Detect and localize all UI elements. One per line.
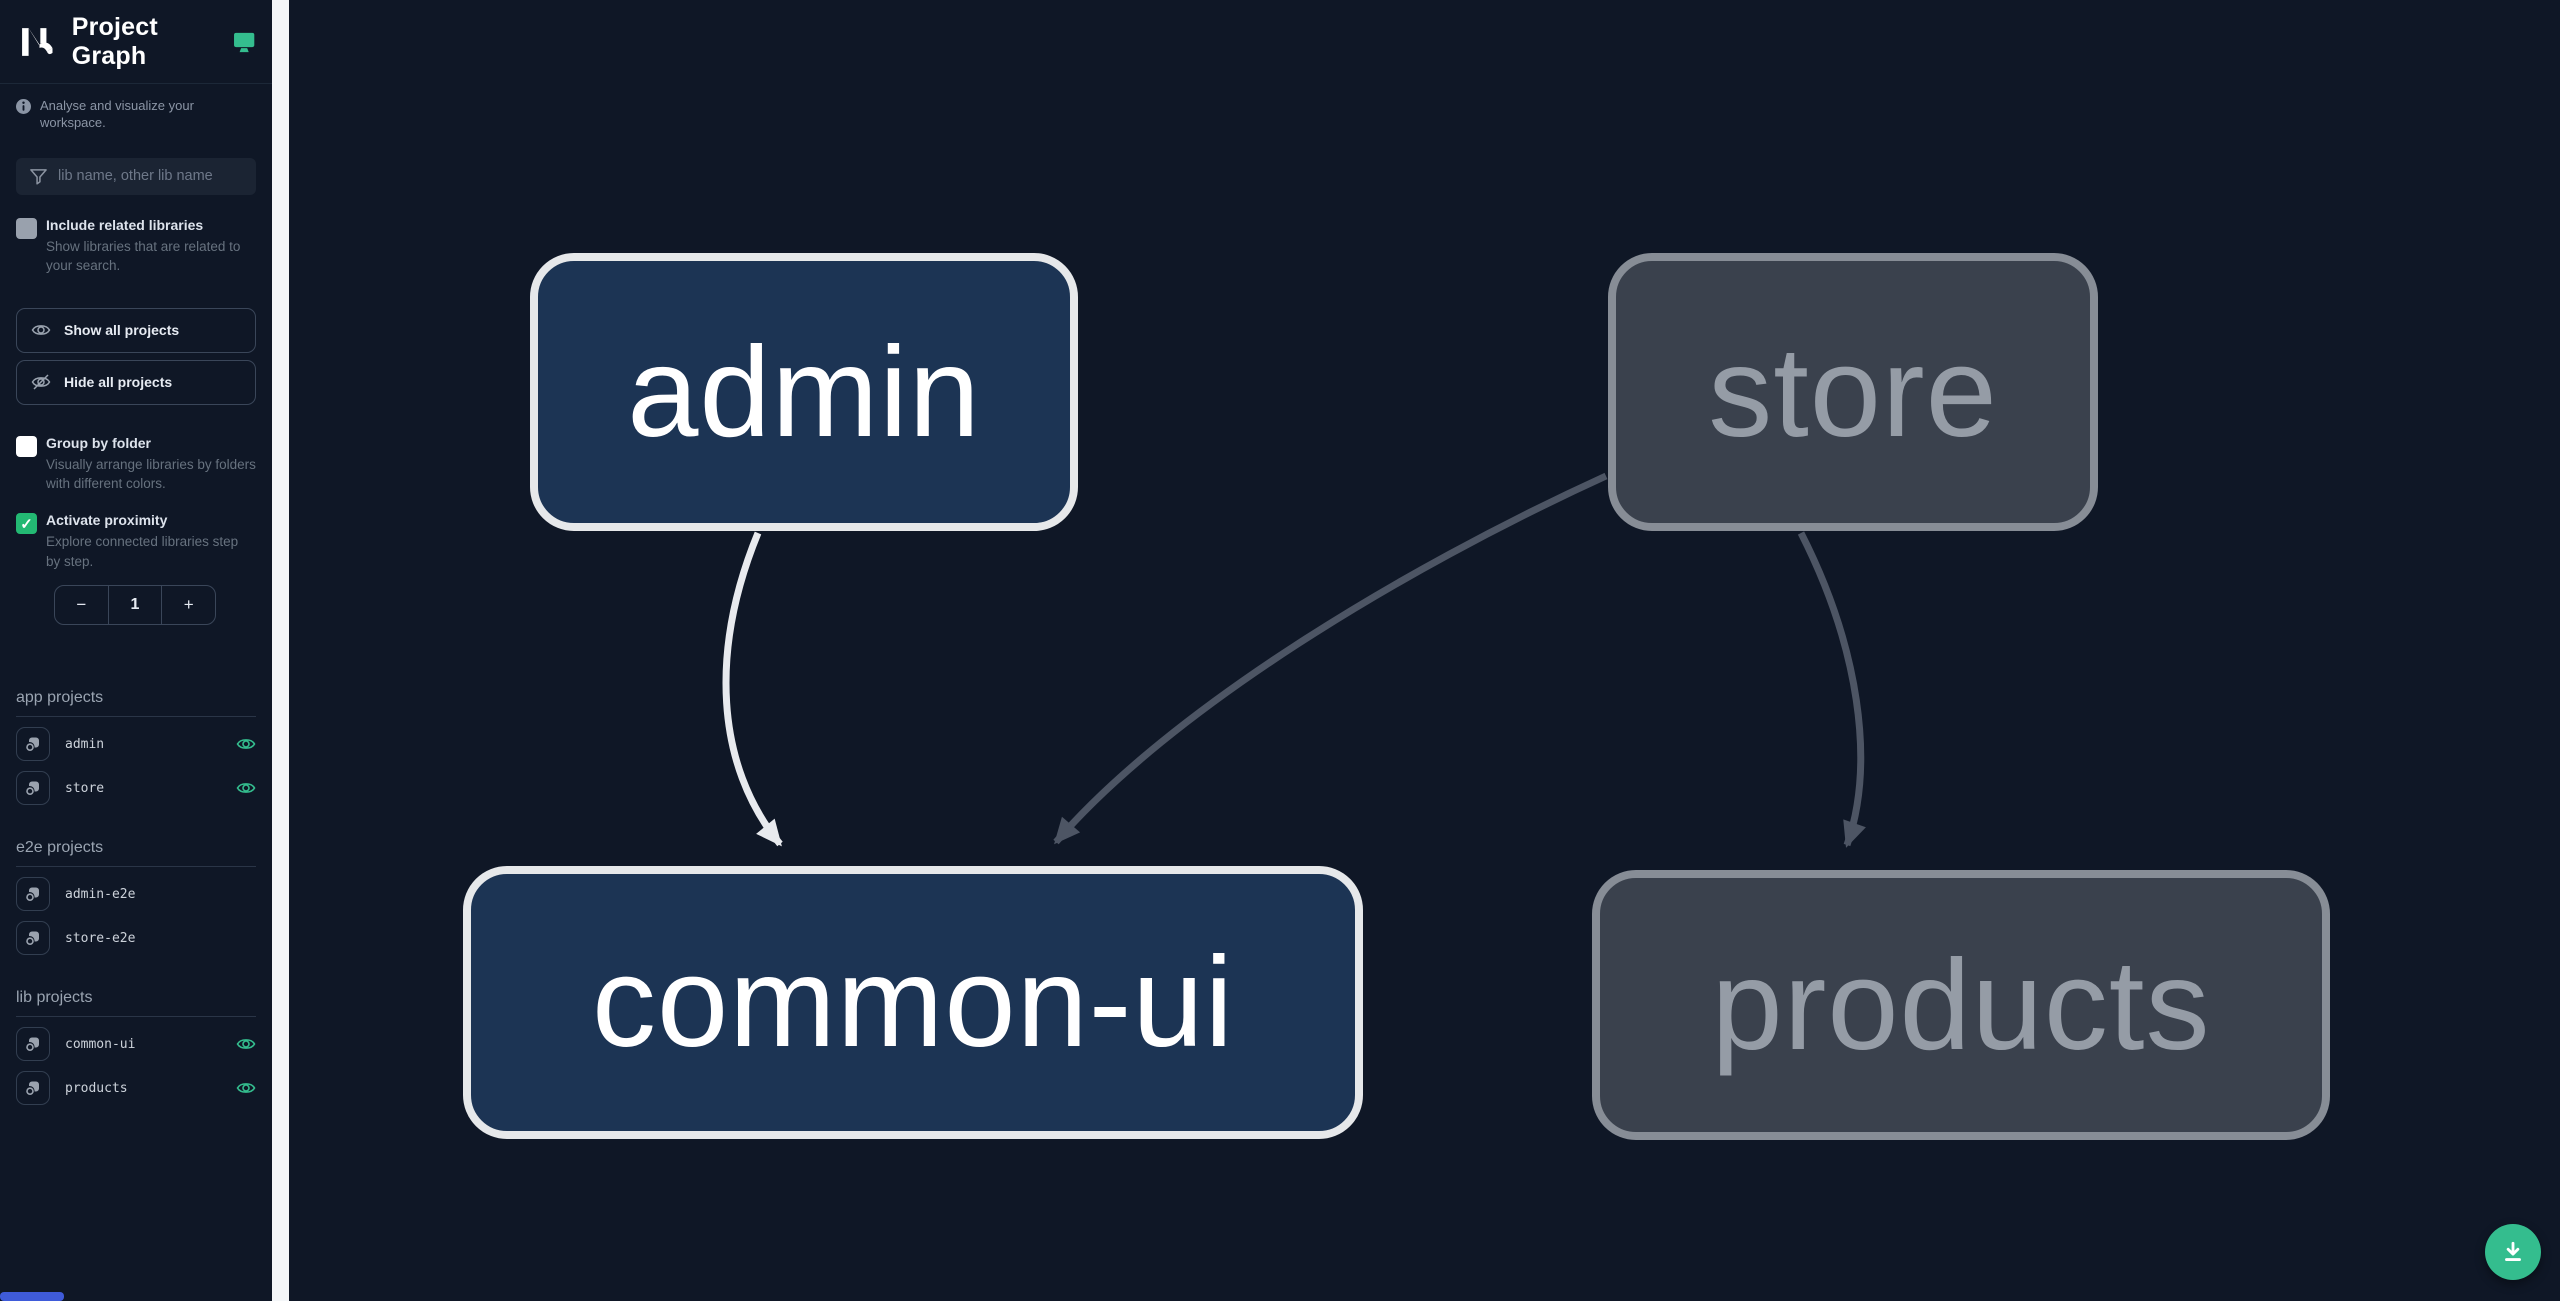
app-title: Project Graph [71,12,158,70]
search-input[interactable] [16,157,256,195]
activate-proximity-description: Explore connected libraries step by step… [46,534,239,569]
project-name[interactable]: common-ui [65,1036,136,1052]
focus-project-button[interactable] [16,921,50,956]
toggle-visibility-eye-icon[interactable] [236,734,256,754]
section-app-projects: app projects admin [16,689,256,806]
proximity-stepper: − 1 + [54,585,216,626]
focus-icon [26,1081,39,1096]
project-name[interactable]: admin [65,736,105,752]
hide-all-projects-button[interactable]: Hide all projects [16,359,256,405]
hide-all-projects-label: Hide all projects [64,374,173,391]
focus-project-button[interactable] [16,1071,50,1106]
sidebar-header: Project Graph [0,0,272,84]
toggle-visibility-eye-icon[interactable] [236,778,256,798]
group-by-folder-description: Visually arrange libraries by folders wi… [46,456,256,492]
toggle-visibility-eye-icon[interactable] [236,1078,256,1098]
project-row-store-e2e: store-e2e [16,921,256,956]
search-field-wrap [16,157,256,195]
section-title: lib projects [16,989,256,1018]
group-by-folder-checkbox[interactable] [16,435,37,457]
focus-icon [26,931,39,946]
project-name[interactable]: store-e2e [65,930,136,946]
focus-icon [26,737,39,752]
filter-funnel-icon [30,168,47,185]
proximity-increment-button[interactable]: + [162,586,215,624]
focus-icon [26,1037,39,1052]
focus-project-button[interactable] [16,771,50,806]
sidebar-scrollbar-track[interactable] [272,0,289,1301]
focus-project-button[interactable] [16,727,50,762]
project-row-admin-e2e: admin-e2e [16,877,256,912]
graph-node-admin[interactable]: admin [530,253,1078,531]
project-name[interactable]: store [65,780,105,796]
graph-node-store[interactable]: store [1608,253,2098,531]
activate-proximity-label: Activate proximity [46,512,168,529]
show-all-projects-label: Show all projects [64,322,180,339]
project-name[interactable]: admin-e2e [65,886,136,902]
monitor-icon[interactable] [232,28,256,56]
workspace-info-text: Analyse and visualize your workspace. [40,98,194,130]
group-by-folder-label: Group by folder [46,434,151,451]
group-by-folder-option: Group by folder Visually arrange librari… [16,435,256,494]
section-title: e2e projects [16,839,256,868]
include-related-label: Include related libraries [46,216,204,233]
project-row-products: products [16,1071,256,1106]
project-row-common-ui: common-ui [16,1027,256,1062]
info-icon [16,99,31,114]
include-related-option: Include related libraries Show libraries… [16,217,256,276]
section-e2e-projects: e2e projects admin-e2e store-e2e [16,839,256,956]
node-label: products [1711,933,2211,1077]
graph-node-products[interactable]: products [1592,870,2330,1140]
toggle-visibility-eye-icon[interactable] [236,1034,256,1054]
focus-project-button[interactable] [16,877,50,912]
activate-proximity-checkbox[interactable]: ✓ [16,513,37,535]
project-row-store: store [16,771,256,806]
focus-icon [26,887,39,902]
eye-slash-icon [31,374,51,390]
project-name[interactable]: products [65,1080,128,1096]
show-all-projects-button[interactable]: Show all projects [16,307,256,353]
proximity-value: 1 [107,586,163,625]
focus-icon [26,781,39,796]
proximity-decrement-button[interactable]: − [55,586,108,624]
node-label: common-ui [591,931,1235,1074]
workspace-info: Analyse and visualize your workspace. [0,84,272,132]
include-related-checkbox[interactable] [16,217,37,239]
node-label: store [1708,320,1998,464]
section-lib-projects: lib projects common-ui [16,989,256,1106]
focus-project-button[interactable] [16,1027,50,1062]
download-image-button[interactable] [2485,1224,2541,1280]
include-related-description: Show libraries that are related to your … [46,238,241,274]
nx-logo [22,27,53,56]
section-title: app projects [16,689,256,718]
horizontal-scrollbar-thumb[interactable] [0,1292,64,1301]
node-label: admin [627,320,981,464]
download-icon [2505,1241,2521,1261]
graph-node-common-ui[interactable]: common-ui [463,866,1363,1139]
activate-proximity-option: ✓ Activate proximity Explore connected l… [16,512,256,571]
sidebar: Project Graph Analyse and visualize your… [0,0,272,1301]
eye-icon [31,325,51,336]
project-row-admin: admin [16,727,256,762]
